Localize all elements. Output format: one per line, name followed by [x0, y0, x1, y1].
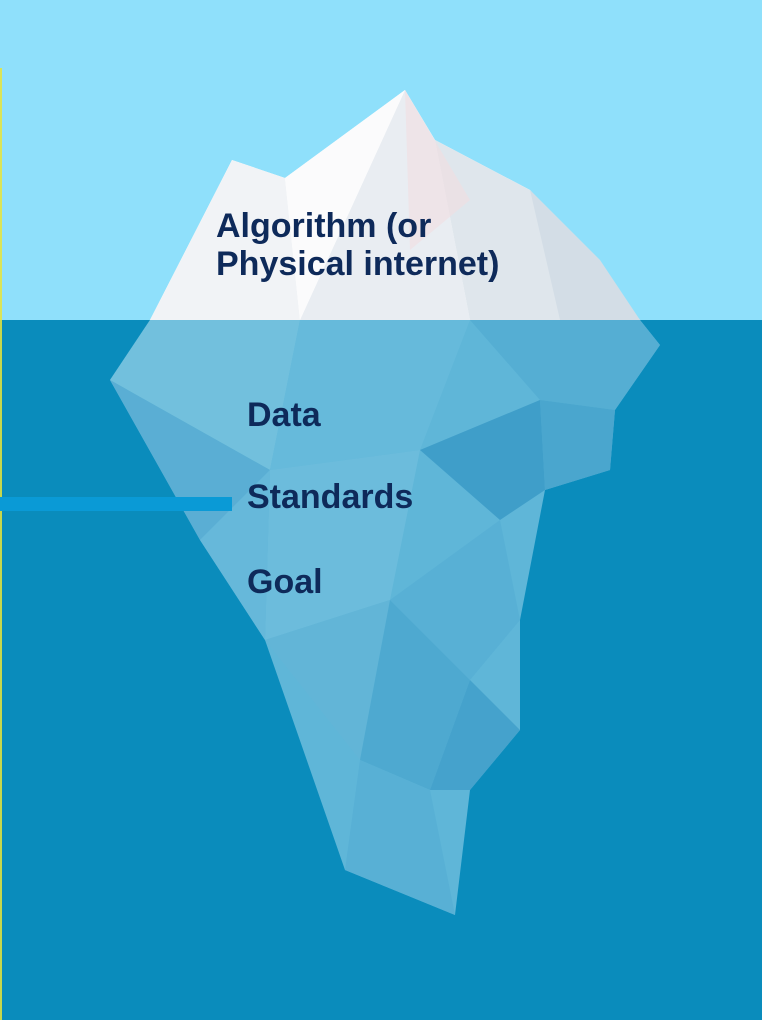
- tip-label: Algorithm (or Physical internet): [216, 207, 499, 283]
- layer-label-goal: Goal: [247, 563, 323, 601]
- iceberg-tip: [150, 90, 640, 320]
- tip-label-line1: Algorithm (or: [216, 207, 432, 245]
- tip-label-line2: Physical internet): [216, 245, 500, 283]
- pointer-bar: [0, 497, 232, 511]
- iceberg-submerged: [110, 320, 660, 915]
- layer-label-standards: Standards: [247, 478, 414, 516]
- left-edge-line: [0, 68, 2, 1020]
- layer-label-data: Data: [247, 396, 321, 434]
